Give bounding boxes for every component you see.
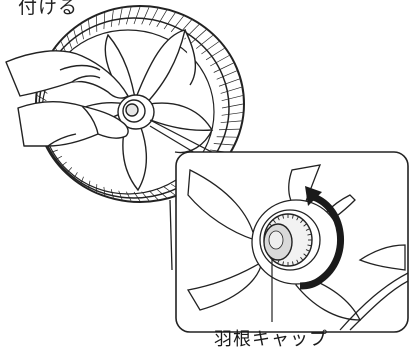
hand-icon — [5, 50, 129, 147]
rotate-arrow-icon — [299, 186, 344, 290]
instruction-text: 付ける — [18, 0, 79, 18]
fan-hub — [117, 94, 155, 130]
callout-box — [175, 151, 409, 333]
blade-cap-icon — [263, 213, 313, 267]
blade-cap-label: 羽根キャップ — [214, 329, 328, 350]
